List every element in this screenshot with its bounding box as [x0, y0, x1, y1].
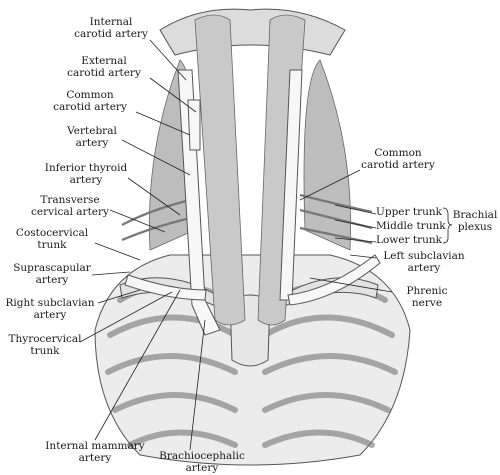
label-inferior-thyroid-artery: Inferior thyroid artery [44, 162, 128, 186]
label-upper-trunk: Upper trunk [376, 206, 442, 218]
label-brachiocephalic-artery: Brachiocephalic artery [159, 450, 245, 474]
label-middle-trunk: Middle trunk [376, 220, 446, 232]
label-internal-mammary-artery: Internal mammary artery [45, 440, 145, 464]
label-right-subclavian-artery: Right subclavian artery [5, 297, 95, 321]
label-common-carotid-artery-right: Common carotid artery [361, 147, 435, 171]
label-brachial-plexus: Brachial plexus [452, 209, 498, 233]
label-internal-carotid-artery: Internal carotid artery [74, 16, 148, 40]
label-costocervical-trunk: Costocervical trunk [15, 227, 89, 251]
label-thyrocervical-trunk: Thyrocervical trunk [8, 333, 82, 357]
label-external-carotid-artery: External carotid artery [67, 55, 141, 79]
skull-base [159, 8, 346, 56]
label-left-subclavian-artery: Left subclavian artery [383, 250, 465, 274]
label-vertebral-artery: Vertebral artery [67, 125, 117, 149]
arteries [124, 69, 381, 336]
label-common-carotid-artery-left: Common carotid artery [53, 89, 127, 113]
label-phrenic-nerve: Phrenic nerve [406, 285, 448, 309]
label-lower-trunk: Lower trunk [376, 234, 442, 246]
label-suprascapular-artery: Suprascapular artery [13, 262, 91, 286]
label-transverse-cervical-artery: Transverse cervical artery [31, 194, 109, 218]
